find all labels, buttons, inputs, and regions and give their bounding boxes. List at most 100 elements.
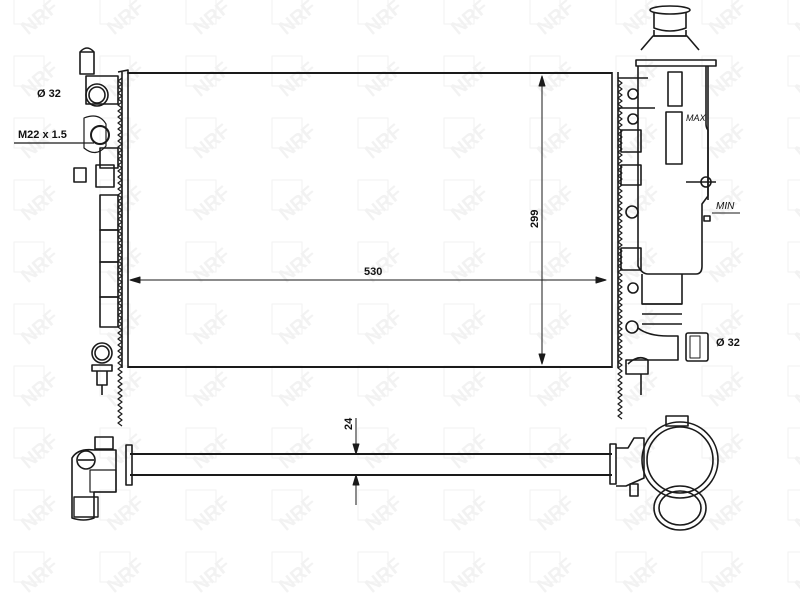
svg-text:NRF: NRF <box>791 554 800 597</box>
nrf-watermark-icon: NRF <box>10 176 68 228</box>
nrf-watermark-icon: NRF <box>10 300 68 352</box>
nrf-watermark-icon: NRF <box>182 0 240 42</box>
nrf-watermark-icon: NRF <box>440 300 498 352</box>
nrf-watermark-icon: NRF <box>10 486 68 538</box>
nrf-watermark-icon: NRF <box>182 52 240 104</box>
svg-text:NRF: NRF <box>791 58 800 101</box>
nrf-watermark-icon: NRF <box>698 0 756 42</box>
radiator-drawing <box>14 5 740 531</box>
radiator-core <box>128 72 612 368</box>
nrf-watermark-icon: NRF <box>440 114 498 166</box>
nrf-watermark-icon: NRF <box>526 486 584 538</box>
nrf-watermark-icon: NRF <box>268 52 326 104</box>
nrf-watermark-icon: NRF <box>698 362 756 414</box>
nrf-watermark-icon: NRF <box>526 300 584 352</box>
nrf-watermark-icon: NRF <box>268 362 326 414</box>
nrf-watermark-icon: NRF <box>182 362 240 414</box>
nrf-watermark-icon: NRF <box>268 424 326 476</box>
nrf-watermark-icon: NRF <box>182 486 240 538</box>
nrf-watermark-icon: NRF <box>268 300 326 352</box>
nrf-watermark-icon: NRF <box>268 486 326 538</box>
nrf-watermark-icon: NRF <box>612 176 670 228</box>
nrf-watermark-icon: NRF <box>96 0 154 42</box>
nrf-watermark-icon: NRF <box>784 238 800 290</box>
nrf-watermark-icon: NRF <box>96 362 154 414</box>
svg-text:NRF: NRF <box>791 430 800 473</box>
nrf-watermark-icon: NRF <box>440 52 498 104</box>
nrf-watermark-icon: NRF <box>784 548 800 600</box>
radiator-diagram: NRF NRF NRF NRF NRF NRF NRF NRF NRF NRF NRF NRF NRF N… <box>10 0 800 597</box>
nrf-watermark-icon: NRF <box>10 114 68 166</box>
nrf-watermark-icon: NRF <box>612 486 670 538</box>
nrf-watermark-icon: NRF <box>96 114 154 166</box>
nrf-watermark-icon: NRF <box>96 52 154 104</box>
nrf-watermark-icon: NRF <box>10 52 68 104</box>
outlet-diameter-label: Ø 32 <box>716 337 740 349</box>
nrf-watermark-icon: NRF <box>784 424 800 476</box>
nrf-watermark-icon: NRF <box>440 362 498 414</box>
tank-min-label: MIN <box>716 201 735 212</box>
dimension-width <box>129 276 607 284</box>
nrf-watermark-icon: NRF <box>526 176 584 228</box>
thread-spec-label: M22 x 1.5 <box>18 129 67 141</box>
nrf-watermark-icon: NRF <box>182 114 240 166</box>
nrf-watermark-icon: NRF <box>182 300 240 352</box>
nrf-watermark-icon: NRF <box>10 0 68 42</box>
nrf-watermark-icon: NRF <box>440 176 498 228</box>
nrf-watermark-icon: NRF <box>96 486 154 538</box>
nrf-watermark-icon: NRF <box>96 300 154 352</box>
inlet-diameter-label: Ø 32 <box>37 88 61 100</box>
svg-text:NRF: NRF <box>791 492 800 535</box>
nrf-watermark-icon: NRF <box>526 424 584 476</box>
svg-text:NRF: NRF <box>791 0 800 39</box>
nrf-watermark-icon: NRF <box>354 0 412 42</box>
nrf-watermark-icon: NRF <box>526 0 584 42</box>
nrf-watermark-icon: NRF <box>354 52 412 104</box>
nrf-watermark-icon: NRF <box>440 424 498 476</box>
nrf-watermark-icon: NRF <box>268 176 326 228</box>
nrf-watermark-icon: NRF <box>784 300 800 352</box>
nrf-watermark-icon: NRF <box>268 0 326 42</box>
nrf-watermark-icon: NRF <box>784 114 800 166</box>
nrf-watermark-icon: NRF <box>612 114 670 166</box>
dimension-depth <box>352 418 360 505</box>
nrf-watermark-icon: NRF <box>354 424 412 476</box>
nrf-watermark-icon: NRF <box>440 486 498 538</box>
nrf-watermark-icon: NRF <box>784 176 800 228</box>
nrf-watermark-icon: NRF <box>784 486 800 538</box>
nrf-watermark-icon: NRF <box>354 114 412 166</box>
left-tank <box>73 47 129 427</box>
nrf-watermark-icon: NRF <box>10 362 68 414</box>
svg-text:NRF: NRF <box>791 182 800 225</box>
nrf-watermark-icon: NRF <box>96 176 154 228</box>
nrf-watermark-icon: NRF <box>784 0 800 42</box>
svg-text:NRF: NRF <box>791 306 800 349</box>
nrf-watermark-icon: NRF <box>698 486 756 538</box>
nrf-watermark-icon: NRF <box>526 114 584 166</box>
nrf-watermark-icon: NRF <box>354 176 412 228</box>
nrf-watermark-icon: NRF <box>698 300 756 352</box>
nrf-watermark-icon: NRF <box>354 486 412 538</box>
nrf-watermark-icon: NRF <box>440 0 498 42</box>
nrf-watermark-icon: NRF <box>784 52 800 104</box>
tank-max-label: MAX <box>686 113 706 123</box>
svg-text:NRF: NRF <box>791 244 800 287</box>
nrf-watermark-icon: NRF <box>10 238 68 290</box>
depth-dimension-label: 24 <box>343 417 355 430</box>
nrf-watermark-icon: NRF <box>698 114 756 166</box>
nrf-watermark-icon: NRF <box>268 114 326 166</box>
height-dimension-label: 299 <box>529 209 541 228</box>
nrf-watermark-icon: NRF <box>612 362 670 414</box>
dimension-height <box>538 75 546 365</box>
expansion-tank <box>625 5 740 395</box>
svg-text:NRF: NRF <box>791 120 800 163</box>
nrf-watermark-icon: NRF <box>698 176 756 228</box>
side-view <box>71 415 719 531</box>
width-dimension-label: 530 <box>364 266 383 278</box>
svg-text:NRF: NRF <box>791 368 800 411</box>
nrf-watermark-icon: NRF <box>354 300 412 352</box>
nrf-watermark-icon: NRF <box>526 362 584 414</box>
nrf-watermark-icon: NRF <box>182 424 240 476</box>
nrf-watermark-icon: NRF <box>10 424 68 476</box>
nrf-watermark-icon: NRF <box>182 176 240 228</box>
